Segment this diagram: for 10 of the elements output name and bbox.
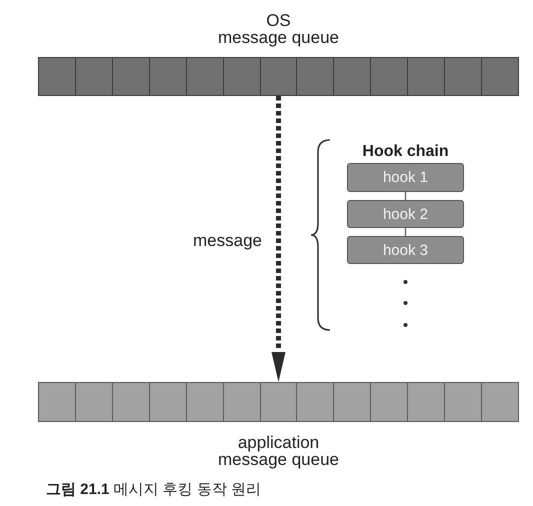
- hook-box: hook 1: [347, 163, 464, 192]
- queue-label: OS message queue: [218, 12, 339, 46]
- arrow: [272, 96, 286, 382]
- connector-line: [404, 192, 406, 200]
- queue-label: application message queue: [218, 434, 339, 468]
- hook-box: hook 2: [347, 200, 464, 228]
- group-title: Hook chain: [362, 144, 449, 160]
- connector-line: [404, 228, 406, 236]
- hook-box: hook 3: [347, 236, 464, 264]
- figure-caption: 그림 21.1 메시지 후킹 동작 원리: [46, 481, 262, 498]
